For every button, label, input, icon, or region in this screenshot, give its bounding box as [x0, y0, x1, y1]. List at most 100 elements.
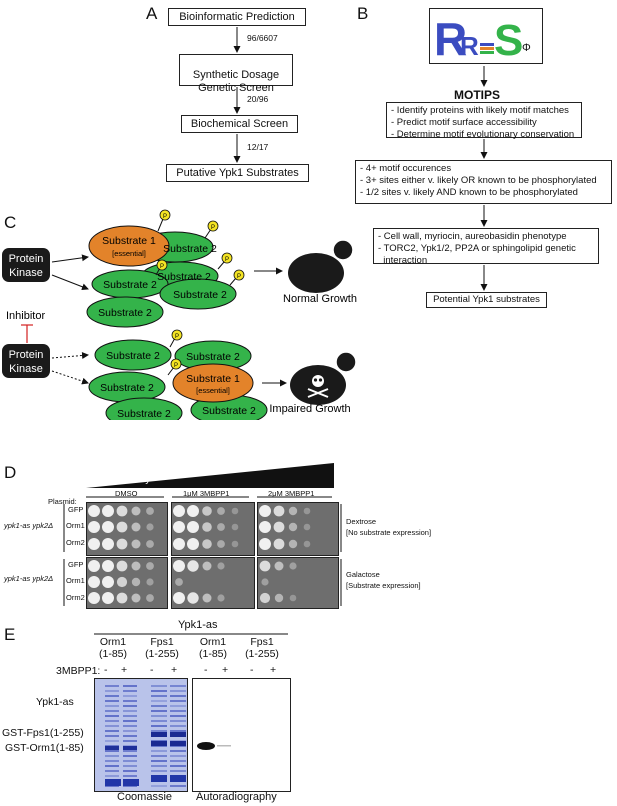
ypk1-as-title: Ypk1-as — [178, 619, 218, 631]
lane-name: Orm1 — [99, 636, 127, 648]
medium-dextrose-note: [No substrate expression] — [346, 528, 432, 537]
yeast-spots — [88, 505, 311, 604]
yeast-spot — [202, 561, 212, 571]
yeast-spot — [187, 538, 199, 550]
filter-item: - TORC2, Ypk1/2, PP2A or sphingolipid ge… — [378, 242, 576, 254]
gel-band — [123, 735, 137, 737]
yeast-spot — [116, 505, 128, 517]
svg-text:P: P — [160, 264, 164, 270]
step-biochemical: Biochemical Screen — [181, 115, 298, 133]
svg-text:Substrate 1: Substrate 1 — [186, 373, 240, 385]
gel-band — [123, 755, 137, 757]
gel-band — [170, 785, 186, 787]
yeast-spot — [146, 578, 154, 586]
filter-box-2: - Cell wall, myriocin, aureobasidin phen… — [373, 228, 599, 266]
yeast-spot — [274, 593, 284, 603]
inhibitor-label: Inhibitor — [6, 310, 45, 322]
gel-band — [151, 785, 167, 787]
gel-band — [123, 700, 137, 702]
yeast-spot — [102, 560, 114, 572]
activity-wedge — [86, 463, 334, 488]
motips-item: - Predict motif surface accessibility — [391, 116, 537, 128]
protein-kinase-inhibited-box — [2, 344, 50, 378]
yeast-spot — [231, 540, 239, 548]
yeast-spot — [173, 592, 185, 604]
gel-band — [170, 695, 186, 697]
yeast-spot — [187, 505, 199, 517]
lane-range: (1-85) — [198, 648, 227, 660]
gel-band — [123, 720, 137, 722]
sign: - — [104, 664, 108, 676]
sign: + — [121, 664, 128, 676]
row-gfp: GFP — [68, 505, 84, 514]
lane-header: Fps1 (1-255) — [240, 636, 284, 660]
yeast-spot — [146, 540, 154, 548]
lane-header: Orm1 (1-85) — [196, 636, 230, 660]
svg-text:Substrate 2: Substrate 2 — [202, 405, 256, 417]
phospho-icons: P P P P P — [155, 209, 245, 286]
gel-label-coomassie: Coomassie — [117, 791, 173, 803]
normal-cell — [288, 253, 344, 293]
motips-item: - Identify proteins with likely motif ma… — [391, 105, 569, 116]
yeast-spot — [173, 560, 185, 572]
gel-label-autoradiography: Autoradiography — [196, 791, 277, 803]
yeast-spot — [231, 507, 239, 515]
substrate2-label: Substrate 2 — [173, 289, 227, 301]
gel-band — [105, 715, 119, 717]
yeast-spot — [202, 506, 212, 516]
medium-galactose-note: [Substrate expression] — [346, 581, 421, 590]
kinase-label-line1: Protein — [9, 253, 44, 265]
svg-text:P: P — [163, 214, 167, 220]
coomassie-gel — [94, 678, 188, 792]
yeast-spot — [131, 577, 141, 587]
yeast-spot — [187, 521, 199, 533]
yeast-spot — [146, 594, 154, 602]
yeast-spot — [88, 560, 100, 572]
gel-band — [151, 710, 167, 712]
gel-band — [170, 775, 186, 782]
media-brackets — [340, 504, 342, 606]
yeast-spot — [289, 562, 297, 570]
yeast-spot — [274, 561, 284, 571]
gel-band — [105, 755, 119, 757]
gst-orm1-band — [105, 746, 119, 750]
row-orm2: Orm2 — [66, 538, 85, 547]
gel-band — [170, 715, 186, 717]
panel-label-a: A — [146, 4, 158, 23]
svg-text:Substrate 2: Substrate 2 — [106, 350, 160, 362]
yeast-spot — [261, 578, 269, 586]
medium-galactose: Galactose — [346, 570, 380, 579]
motips-item: - Determine motif evolutionary conservat… — [391, 128, 575, 140]
yeast-spot — [259, 505, 271, 517]
svg-text:P: P — [211, 225, 215, 231]
yeast-spot — [102, 538, 114, 550]
kinase-label-line2: Kinase — [9, 267, 43, 279]
gel-band — [105, 700, 119, 702]
band-ypk1: Ypk1-as — [36, 696, 74, 708]
protein-kinase-box — [2, 248, 50, 282]
lane-range: (1-255) — [145, 648, 179, 660]
yeast-spot — [116, 592, 128, 604]
yeast-spot — [202, 522, 212, 532]
yeast-spot — [146, 523, 154, 531]
gel-band — [123, 725, 137, 727]
gel-band — [123, 710, 137, 712]
ratio-3: 12/17 — [247, 142, 269, 152]
gst-fps1-band — [170, 732, 186, 737]
gel-band — [170, 750, 186, 752]
yeast-spot — [146, 562, 154, 570]
gel-band — [151, 725, 167, 727]
gel-band — [105, 779, 121, 786]
plate-galactose-2um — [257, 557, 339, 609]
svg-text:P: P — [225, 257, 229, 263]
substrate2-label: Substrate 2 — [157, 271, 211, 283]
gel-band — [170, 755, 186, 757]
lane-name: Fps1 — [150, 636, 174, 648]
gel-band — [123, 760, 137, 762]
gel-band — [151, 775, 167, 782]
result-box: Potential Ypk1 substrates — [426, 292, 547, 308]
panel-label-c: C — [4, 213, 17, 232]
gel-band — [105, 750, 119, 752]
sign: + — [171, 664, 178, 676]
